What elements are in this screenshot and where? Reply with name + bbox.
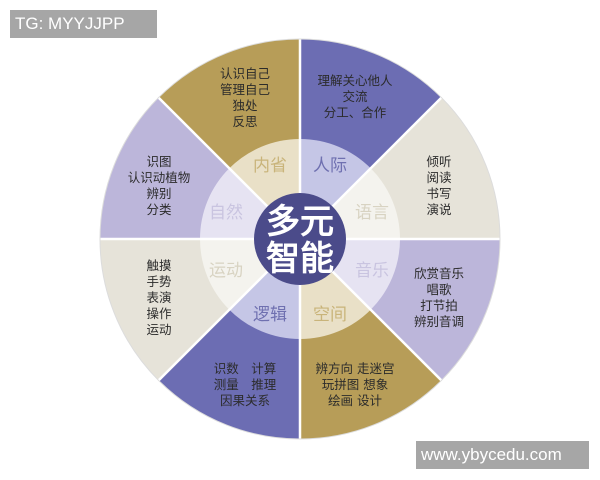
center-title-line2: 智能 — [266, 239, 334, 279]
item: 因果关系 — [220, 393, 270, 408]
item: 演说 — [426, 202, 451, 217]
item: 分类 — [146, 202, 172, 217]
item: 辨别 — [146, 186, 171, 201]
item: 唱歌 — [426, 282, 452, 297]
items-logical: 识数 计算 测量 推理 因果关系 — [214, 361, 277, 408]
items-musical: 欣赏音乐 唱歌 打节拍 辨别音调 — [414, 266, 464, 329]
label-naturalist: 自然 — [209, 203, 243, 223]
watermark-top: TG: MYYJJPP — [10, 10, 157, 38]
label-musical: 音乐 — [355, 261, 389, 281]
watermark-bottom: www.ybycedu.com — [416, 441, 589, 469]
item: 交流 — [342, 89, 368, 104]
items-interpersonal: 理解关心他人 交流 分工、合作 — [317, 73, 393, 120]
item: 认识自己 — [220, 66, 270, 81]
outer-border — [99, 38, 501, 440]
item: 玩拼图 想象 — [322, 377, 388, 392]
items-intrapersonal: 认识自己 管理自己 独处 反思 — [220, 66, 270, 129]
item: 倾听 — [426, 154, 451, 169]
item: 管理自己 — [220, 82, 270, 97]
items-spatial: 辨方向 走迷宫 玩拼图 想象 绘画 设计 — [316, 361, 395, 408]
label-interpersonal: 人际 — [313, 156, 347, 176]
items-kinesthetic: 触摸 手势 表演 操作 运动 — [146, 258, 172, 337]
item: 绘画 设计 — [328, 393, 382, 408]
items-linguistic: 倾听 阅读 书写 演说 — [426, 154, 451, 217]
item: 识图 — [146, 154, 171, 169]
item: 测量 推理 — [214, 377, 277, 392]
label-kinesthetic: 运动 — [209, 261, 243, 281]
item: 打节拍 — [420, 298, 458, 313]
item: 辨方向 走迷宫 — [316, 361, 395, 376]
item: 理解关心他人 — [317, 73, 393, 88]
item: 阅读 — [426, 170, 451, 185]
item: 认识动植物 — [128, 170, 191, 185]
item: 欣赏音乐 — [414, 266, 464, 281]
item: 辨别音调 — [414, 314, 464, 329]
item: 表演 — [146, 290, 171, 305]
inner-labels: 人际 语言 音乐 空间 逻辑 运动 自然 内省 — [209, 156, 389, 325]
label-intrapersonal: 内省 — [253, 156, 287, 176]
items-naturalist: 识图 认识动植物 辨别 分类 — [128, 154, 191, 217]
item: 触摸 — [146, 258, 171, 273]
item: 分工、合作 — [324, 105, 387, 120]
center-title-line1: 多元 — [266, 202, 334, 242]
item: 独处 — [232, 98, 258, 113]
item: 操作 — [146, 306, 172, 321]
label-linguistic: 语言 — [355, 203, 389, 223]
item: 书写 — [426, 186, 451, 201]
item: 识数 计算 — [214, 361, 277, 376]
item: 反思 — [232, 114, 257, 129]
label-logical: 逻辑 — [253, 305, 287, 325]
item: 运动 — [146, 322, 171, 337]
item: 手势 — [146, 274, 172, 289]
center-circle — [254, 193, 346, 285]
label-spatial: 空间 — [313, 305, 347, 325]
outer-items: 理解关心他人 交流 分工、合作 倾听 阅读 书写 演说 欣赏音乐 唱歌 打节拍 … — [128, 66, 464, 408]
